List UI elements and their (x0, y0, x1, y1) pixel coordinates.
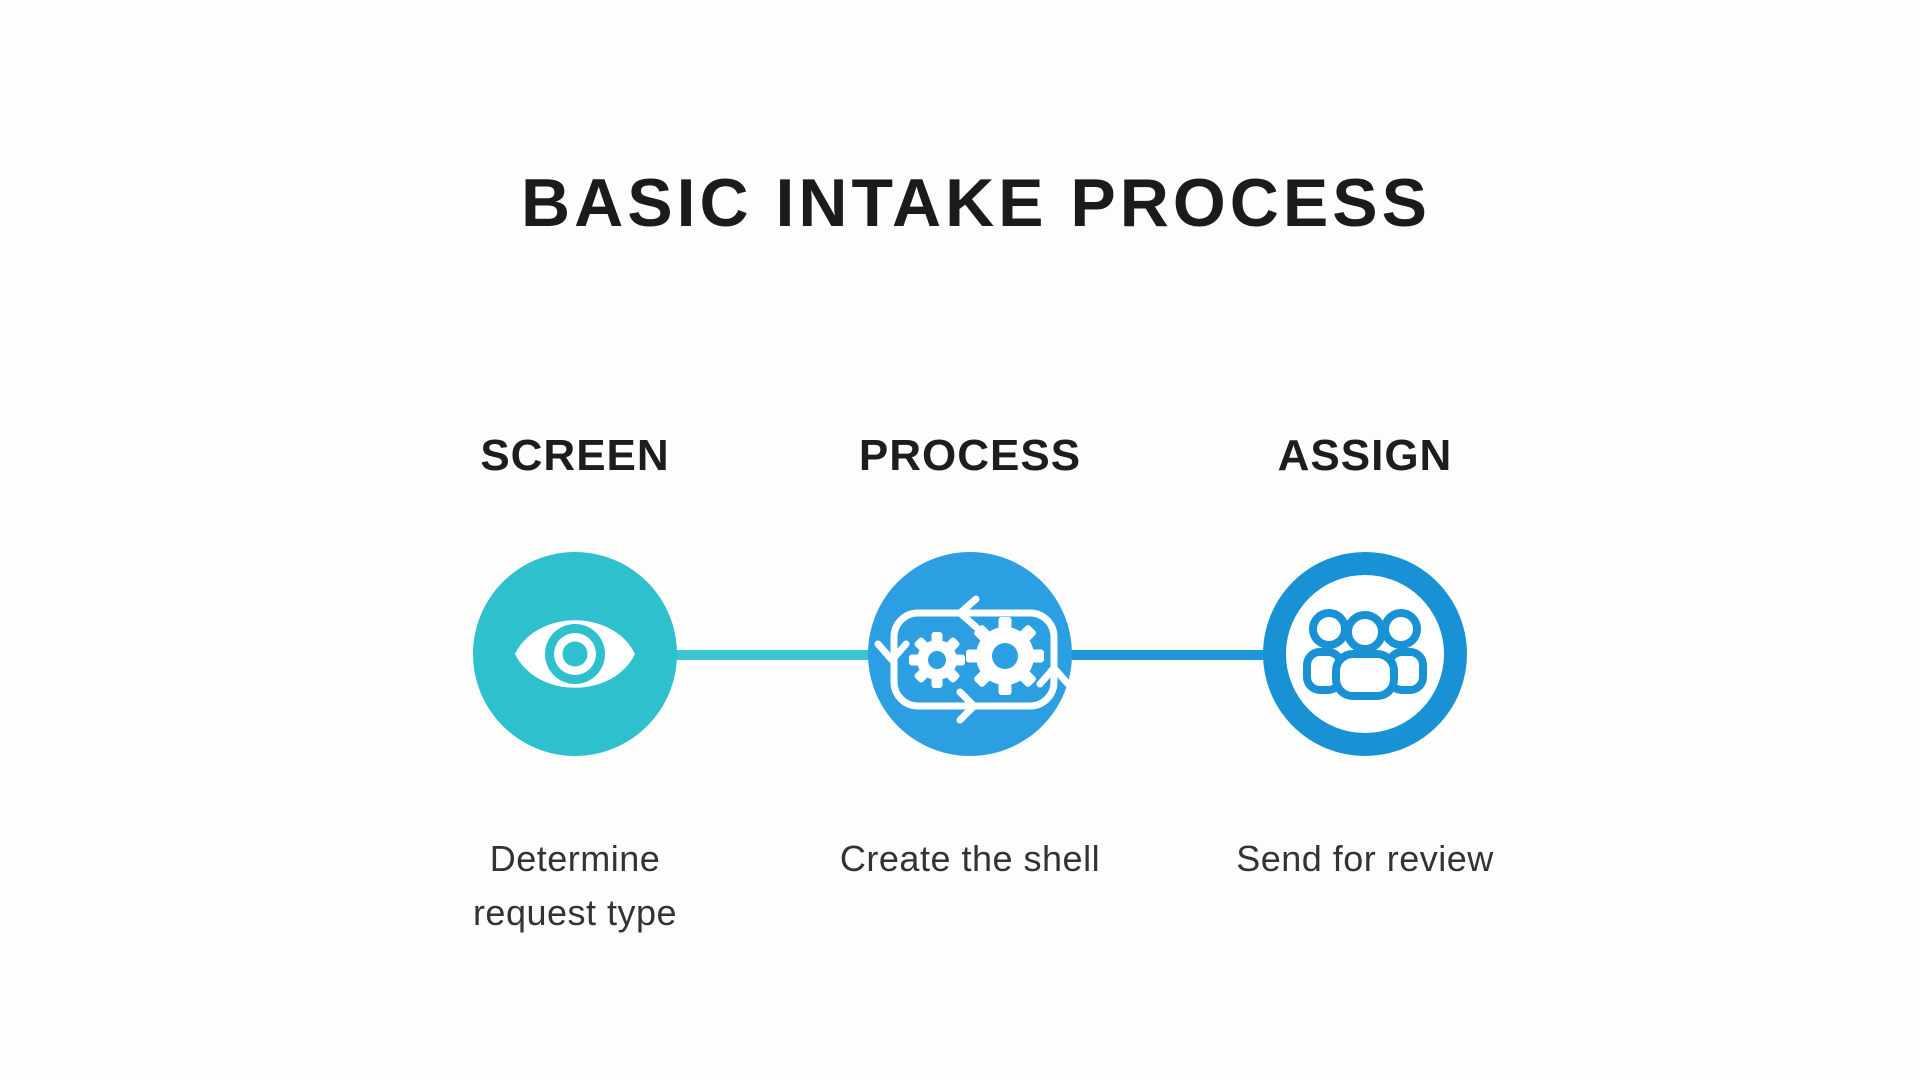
page-title: BASIC INTAKE PROCESS (521, 164, 1431, 241)
large-gear (966, 617, 1044, 695)
small-gear (909, 632, 965, 688)
step-process-circle (868, 552, 1072, 756)
step-process-label: PROCESS (858, 431, 1082, 480)
step-assign-circle (1263, 552, 1467, 756)
step-screen-description: Determine request type (472, 838, 678, 933)
step-screen: SCREEN Determine request type (365, 430, 785, 940)
step-screen-circle (473, 552, 677, 756)
step-process: PROCESS (760, 430, 1180, 886)
process-loop-gears-icon (874, 595, 1072, 724)
step-assign-label: ASSIGN (1277, 431, 1453, 480)
connector-screen-to-process (658, 650, 888, 660)
step-assign: ASSIGN Send for review (1155, 430, 1575, 886)
connector-process-to-assign (1048, 650, 1280, 660)
step-assign-description: Send for review (1236, 838, 1494, 879)
step-process-description: Create the shell (839, 838, 1101, 879)
team-people-icon (1303, 609, 1427, 700)
eye-icon (515, 620, 635, 688)
step-screen-label: SCREEN (480, 431, 670, 480)
